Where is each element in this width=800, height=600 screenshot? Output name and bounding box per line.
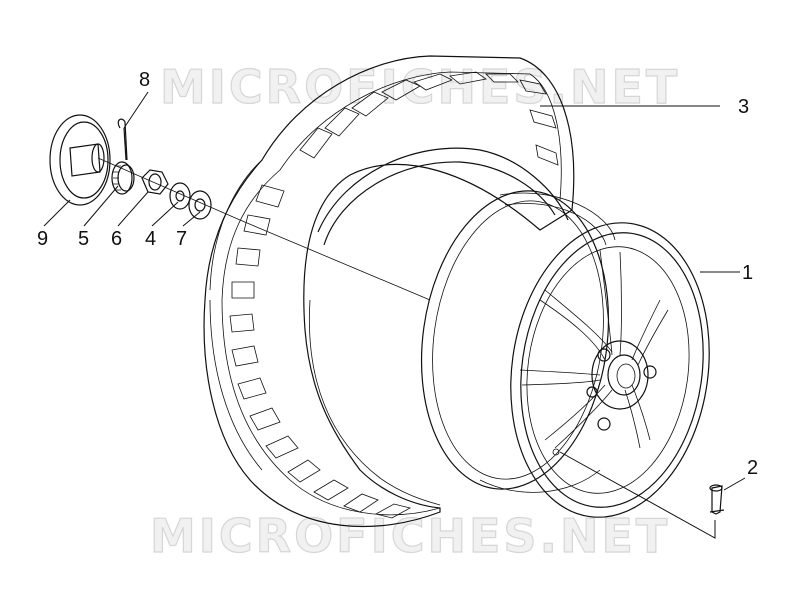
cotter-pin-drawing [117,118,128,161]
watermark-bottom: MICROFICHES.NET [150,509,670,563]
callout-2: 2 [747,457,758,479]
axle-line [97,157,431,301]
valve-drawing [709,484,725,515]
washer-4-drawing [169,182,191,210]
callout-4: 4 [145,228,156,250]
callout-3: 3 [738,96,749,118]
tyre-drawing [203,55,575,528]
callout-6: 6 [111,228,122,250]
leader-lines [43,91,746,539]
washer-7-drawing [188,190,212,220]
gear-drawing [111,161,135,195]
callout-8: 8 [139,69,150,91]
callout-9: 9 [37,228,48,250]
callout-7: 7 [176,228,187,250]
callout-1: 1 [742,262,753,284]
nut-drawing [141,169,169,195]
callout-5: 5 [78,228,89,250]
hub-cap-drawing [49,114,111,206]
rim-drawing [420,190,710,518]
